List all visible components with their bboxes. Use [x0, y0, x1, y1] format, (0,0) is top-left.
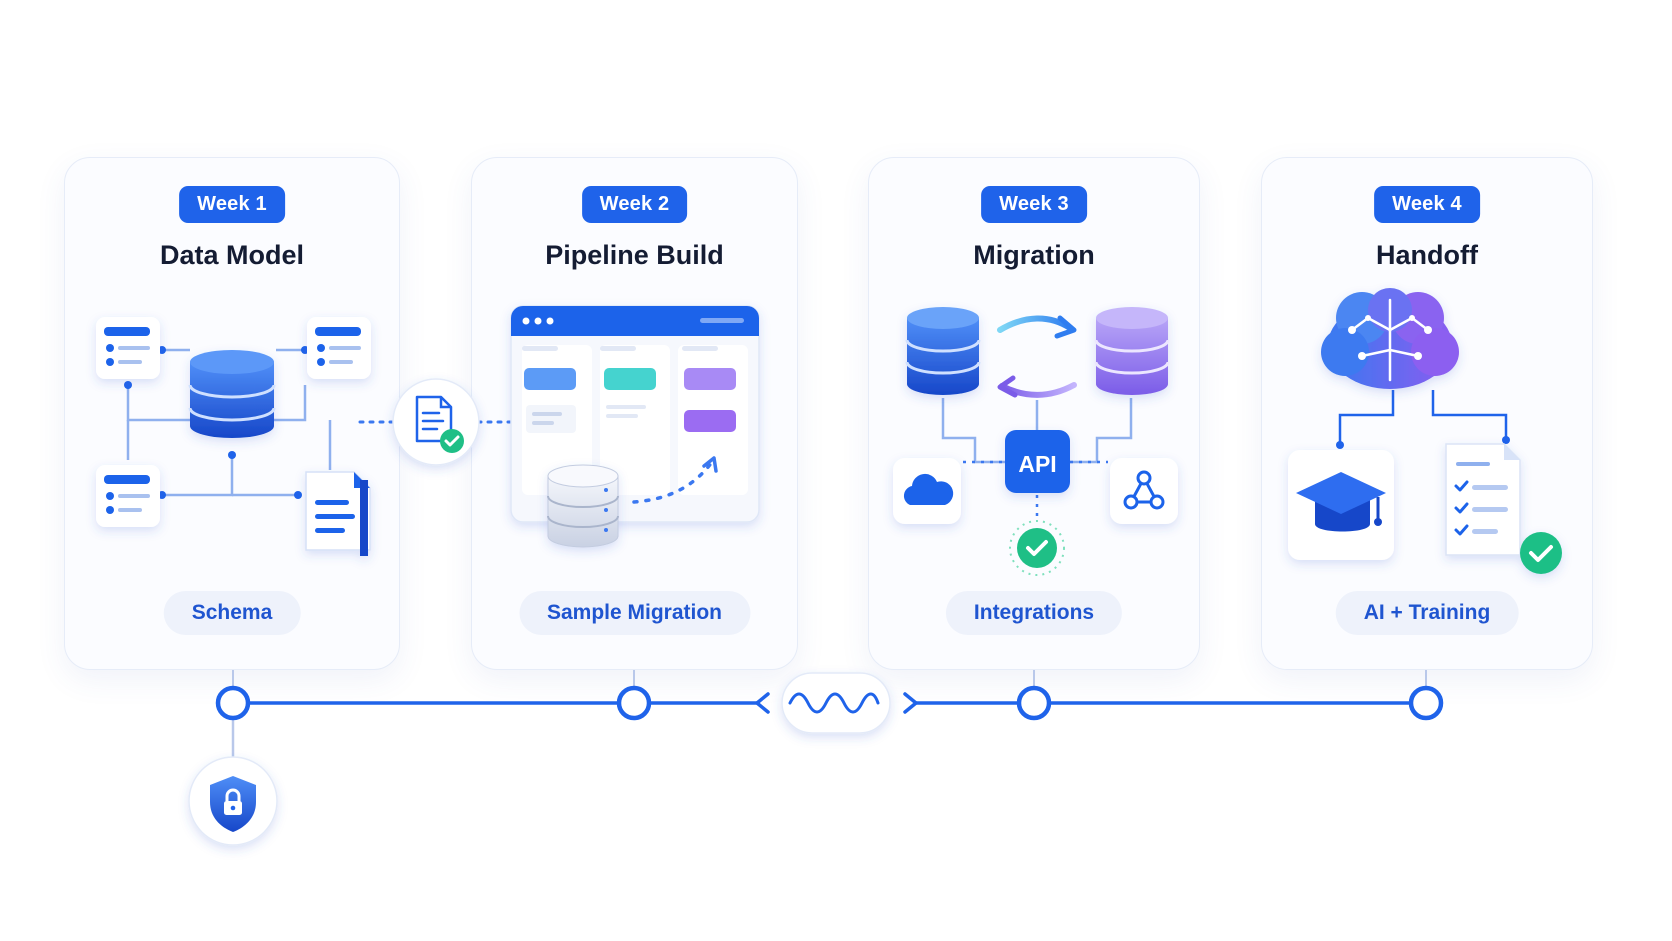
- cloud-icon: [893, 458, 961, 524]
- stage-tag: AI + Training: [1335, 591, 1519, 635]
- timeline-node: [1408, 685, 1444, 721]
- timeline-node: [616, 685, 652, 721]
- stage-title: Data Model: [159, 240, 305, 270]
- stage-card-week-4: Week 4 Handoff AI + Training: [1261, 157, 1593, 670]
- document-check-icon: [415, 395, 464, 453]
- stage-tag: Integrations: [945, 591, 1123, 635]
- network-nodes-icon: [1110, 458, 1178, 524]
- data-model-illustration: [96, 317, 371, 556]
- timeline-node: [1016, 685, 1052, 721]
- database-icon: [188, 350, 276, 438]
- database-icon: [1094, 307, 1170, 395]
- week-badge: Week 4: [1374, 186, 1480, 223]
- stage-title: Migration: [973, 240, 1095, 270]
- stage-card-week-1: Week 1 Data Model Schema: [64, 157, 400, 670]
- table-icon: [307, 317, 371, 379]
- handoff-illustration: [1288, 288, 1562, 574]
- stage-title: Pipeline Build: [545, 240, 724, 270]
- week-badge: Week 3: [981, 186, 1087, 223]
- sync-arrows-icon: [997, 315, 1077, 398]
- flow-connector: [358, 378, 514, 466]
- timeline-node: [215, 685, 251, 721]
- database-icon: [905, 307, 981, 395]
- stage-title: Handoff: [1376, 240, 1478, 270]
- check-icon: [1009, 520, 1065, 576]
- week-badge: Week 2: [581, 186, 688, 223]
- stage-tag: Schema: [163, 591, 301, 635]
- brain-circuit-icon: [1321, 288, 1459, 389]
- table-icon: [96, 465, 160, 527]
- stage-card-week-3: Week 3 Migration Integrations: [868, 157, 1200, 670]
- api-label: API: [1018, 451, 1056, 477]
- wave-sync-icon: [755, 672, 918, 734]
- table-icon: [96, 317, 160, 379]
- migration-illustration: API: [893, 307, 1178, 576]
- stage-tag: Sample Migration: [518, 591, 751, 635]
- pipeline-build-illustration: [510, 305, 760, 548]
- checklist-icon: [1445, 443, 1562, 574]
- timeline: [188, 670, 1444, 846]
- database-icon: [547, 464, 619, 548]
- shield-lock-icon: [188, 756, 278, 846]
- graduation-cap-icon: [1288, 450, 1394, 560]
- api-badge: API: [1005, 430, 1070, 493]
- week-badge: Week 1: [179, 186, 285, 223]
- document-icon: [305, 471, 371, 556]
